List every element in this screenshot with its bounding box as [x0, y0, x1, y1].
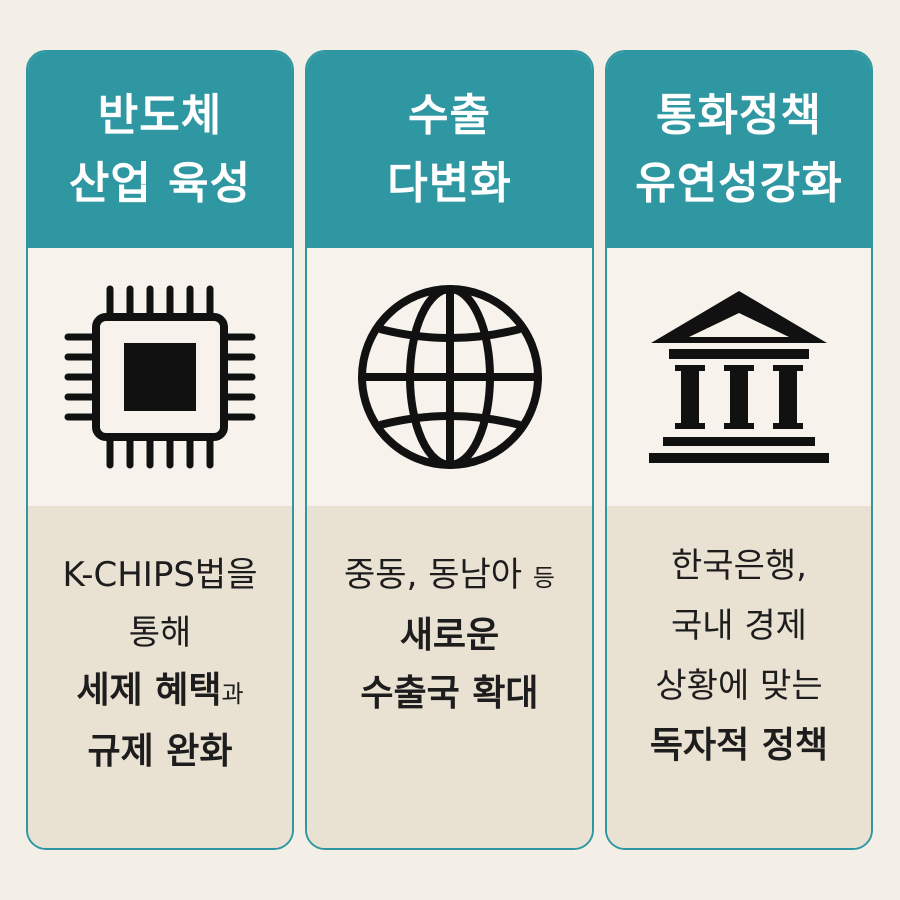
desc-emphasis: 새로운	[399, 615, 500, 656]
card-icon-area	[607, 248, 871, 506]
card-icon-area	[28, 248, 292, 506]
desc-emphasis: 세제 혜택	[76, 670, 222, 711]
desc-line: 세제 혜택과	[28, 662, 292, 723]
card-title-line: 유연성강화	[635, 158, 843, 209]
globe-icon	[357, 285, 542, 469]
card-title: 수출 다변화	[307, 52, 592, 248]
card-description: 한국은행, 국내 경제 상황에 맞는 독자적 정책	[607, 506, 871, 848]
card-description: K-CHIPS법을 통해 세제 혜택과 규제 완화	[28, 506, 292, 848]
card-monetary-policy: 통화정책 유연성강화	[605, 50, 873, 850]
card-title: 반도체 산업 육성	[28, 52, 292, 248]
card-export: 수출 다변화 중동, 동남아 등 새로운 수출국 확대	[305, 50, 594, 850]
card-title-line: 통화정책	[656, 90, 822, 141]
desc-line: 상황에 맞는	[655, 666, 823, 706]
card-title-line: 다변화	[387, 158, 512, 209]
desc-line: 중동, 동남아 등	[307, 546, 592, 607]
desc-emphasis: 독자적 정책	[649, 725, 829, 766]
desc-line: 통해	[128, 613, 192, 653]
desc-line: 한국은행,	[671, 546, 807, 586]
card-title-line: 반도체	[97, 90, 223, 141]
desc-emphasis: 규제 완화	[87, 731, 233, 772]
desc-line: 국내 경제	[671, 606, 807, 646]
card-icon-area	[307, 248, 592, 506]
desc-particle: 과	[221, 680, 244, 708]
card-semiconductor: 반도체 산업 육성	[26, 50, 294, 850]
desc-text: 중동, 동남아	[344, 555, 523, 595]
microchip-icon	[64, 285, 256, 469]
desc-particle: 등	[532, 564, 555, 592]
bank-building-icon	[649, 291, 829, 463]
card-description: 중동, 동남아 등 새로운 수출국 확대	[307, 506, 592, 848]
desc-emphasis: 수출국 확대	[360, 673, 539, 714]
card-title-line: 산업 육성	[68, 158, 252, 209]
card-title: 통화정책 유연성강화	[607, 52, 871, 248]
desc-line: K-CHIPS법을	[62, 555, 258, 595]
card-title-line: 수출	[408, 90, 491, 141]
